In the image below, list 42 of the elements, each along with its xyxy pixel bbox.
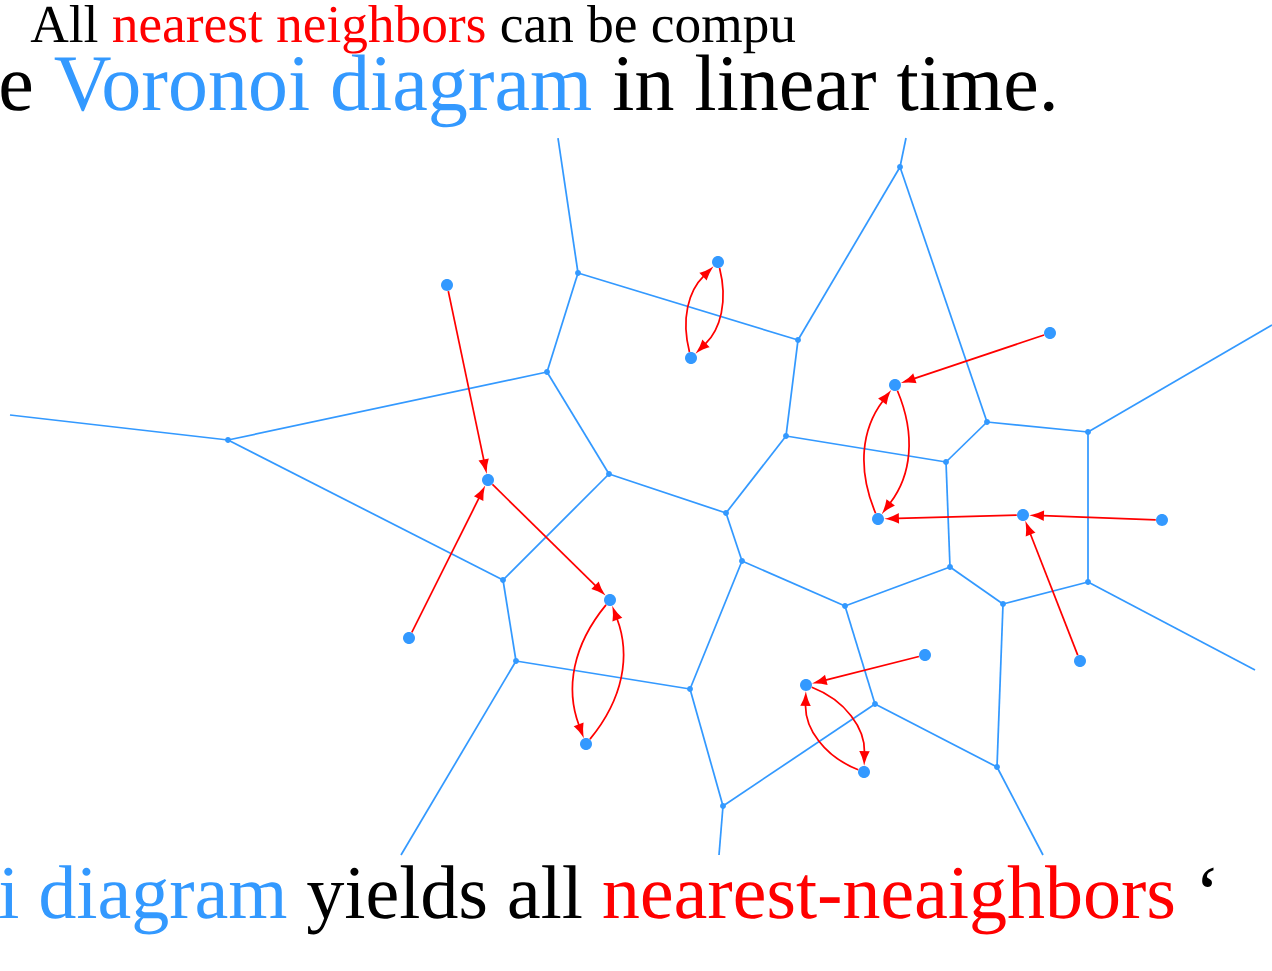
sentence-fragment: in linear time. [613, 54, 1054, 112]
site-point [858, 766, 870, 778]
site-point [1017, 509, 1029, 521]
sentence-fragment: e [1, 72, 31, 111]
arrow [883, 389, 910, 512]
arrow [491, 483, 604, 594]
site-point [580, 738, 592, 750]
arrow [1032, 511, 1157, 521]
arrow [903, 334, 1045, 384]
site-point [889, 379, 901, 391]
arrow [1025, 523, 1079, 657]
sentence-fragment: can be compu [501, 5, 796, 54]
sentence-fragment: nearest-neaighbors [603, 865, 1174, 935]
site-point [919, 649, 931, 661]
sentence-fragment: nearest neighbors [113, 5, 485, 54]
site-point [441, 279, 453, 291]
sentence-fragment: Voronoi diagram [54, 54, 591, 128]
arrow [800, 694, 860, 771]
arrow [697, 267, 724, 352]
site-point [872, 513, 884, 525]
site-point [1044, 327, 1056, 339]
site-point [1074, 655, 1086, 667]
site-point [403, 632, 415, 644]
arrow [685, 268, 712, 353]
site-point [482, 474, 494, 486]
sentence-fragment: yields all [307, 865, 582, 935]
arrow [863, 392, 890, 515]
site-point [1156, 514, 1168, 526]
arrow [589, 608, 625, 741]
arrow [814, 655, 920, 685]
arrow [571, 603, 607, 736]
sentence-fragment: ‘ [1202, 867, 1214, 887]
arrow [887, 513, 1018, 524]
arrow [447, 290, 489, 472]
site-point [800, 679, 812, 691]
sentence-fragment: All [30, 5, 98, 42]
arrow [810, 686, 870, 763]
arrow [410, 488, 485, 634]
sentence-fragment: i diagram [0, 865, 287, 935]
site-point [604, 594, 616, 606]
site-point [712, 256, 724, 268]
site-point [685, 352, 697, 364]
